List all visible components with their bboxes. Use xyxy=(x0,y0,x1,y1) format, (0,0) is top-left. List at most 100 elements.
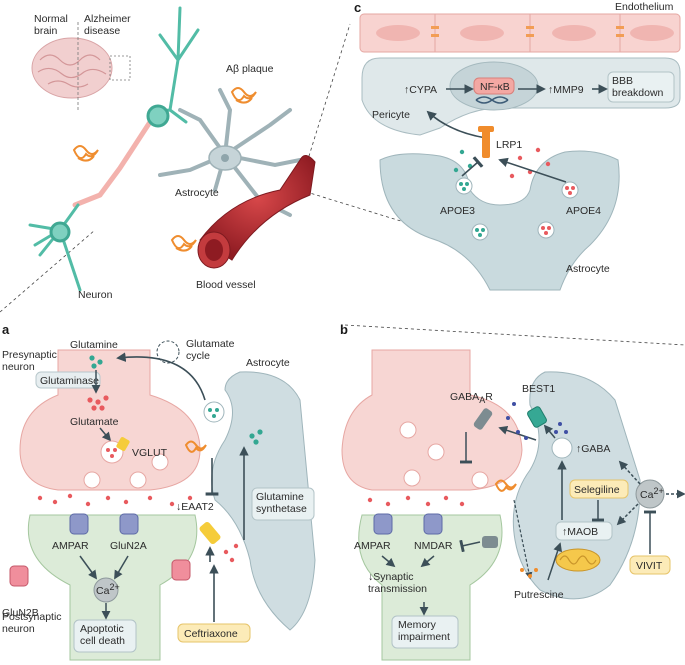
calcium-circle xyxy=(93,577,119,603)
panel-dividers xyxy=(0,23,685,346)
calcium-b-circle xyxy=(635,479,665,509)
calcium-label: Ca2+ xyxy=(96,582,120,597)
dna-icon xyxy=(475,96,509,104)
ampar-receptor xyxy=(69,513,89,535)
arrow-ampar-ca xyxy=(79,555,98,580)
apoe4-label: APOE4 xyxy=(566,205,601,217)
post-gaba-receptor xyxy=(482,536,498,548)
text-line: Glutamine xyxy=(256,491,304,503)
gaba-vesicle xyxy=(551,437,573,459)
arrow-lrp1-cypa xyxy=(426,110,487,139)
vglut-transporter xyxy=(116,437,130,451)
ampar-b xyxy=(373,513,393,535)
text-line: neuron xyxy=(2,361,35,373)
lrp1-receptor xyxy=(478,126,494,158)
astro-glutamine-dots xyxy=(249,429,263,445)
apoe4-vesicles xyxy=(537,181,579,239)
nfkb-label: NF-κB xyxy=(480,81,510,93)
glun2a-receptor xyxy=(119,513,139,535)
text-line: brain xyxy=(34,25,58,37)
panel-c: c Endothelium Pericyte ↑CYPA NF-κB ↑MMP9… xyxy=(354,0,681,291)
vivit-box xyxy=(629,555,671,575)
apoe3-label: APOE3 xyxy=(440,205,475,217)
glutaminase-box xyxy=(35,371,101,389)
gaba-label: ↑GABA xyxy=(576,443,610,455)
arrow-plaque-putrescine xyxy=(513,499,533,580)
gabaar-label: GABAAR xyxy=(450,391,493,405)
best1-channel xyxy=(527,406,547,428)
maob-label: ↑MAOB xyxy=(562,526,598,538)
glun2b-label: GluN2B xyxy=(2,607,39,619)
extracellular-dots-c xyxy=(453,147,551,179)
endothelium-label: Endothelium xyxy=(615,1,674,13)
panel-c-label: c xyxy=(354,0,361,15)
gaba-dots xyxy=(506,402,568,440)
nfkb-box xyxy=(473,77,515,95)
nmdar-b-label: NMDAR xyxy=(414,540,453,552)
arrow-best1 xyxy=(543,424,556,439)
text-line: BBB xyxy=(612,75,633,87)
arrow-synaptic-down xyxy=(381,555,396,568)
glutamate-cycle-icon xyxy=(156,340,180,364)
glun2b-receptor xyxy=(9,565,29,587)
putrescine-dots xyxy=(520,568,538,578)
panel-c-astrocyte-label: Astrocyte xyxy=(566,263,610,275)
synaptic-cleft-dots-a xyxy=(37,493,239,563)
text-line: Presynaptic xyxy=(2,349,57,361)
mmp9-label: ↑MMP9 xyxy=(548,84,584,96)
lrp1-label: LRP1 xyxy=(496,139,522,151)
arrow-glutamate-vesicle xyxy=(99,427,112,442)
endothelium xyxy=(359,13,681,53)
abeta-plaque-b xyxy=(494,479,517,492)
cypa-label: ↑CYPA xyxy=(404,84,437,96)
arrow-astrocyte-glutamine xyxy=(116,352,206,401)
brain-image xyxy=(31,22,131,110)
glutamate-label: Glutamate xyxy=(70,416,119,428)
vesicles-b xyxy=(399,421,489,489)
vglut-label: VGLUT xyxy=(132,447,168,459)
apoptotic-box xyxy=(73,619,137,653)
ceftriaxone-box xyxy=(177,623,251,643)
glutamate-dots xyxy=(87,395,109,411)
text-line: ↓Synaptic xyxy=(368,571,414,583)
bbb-box xyxy=(607,71,675,103)
abeta-plaques xyxy=(72,87,257,252)
text-line: Alzheimer xyxy=(84,13,131,25)
putrescine-label: Putrescine xyxy=(514,589,564,601)
glutamine-dots xyxy=(89,355,103,369)
vivit-label: VIVIT xyxy=(636,560,663,572)
text-line: synthetase xyxy=(256,503,307,515)
blood-vessel-image xyxy=(197,155,316,269)
maob-box xyxy=(555,521,613,541)
inhibit-apoe3-lrp1 xyxy=(461,156,484,177)
glun2b-receptor-right xyxy=(171,559,191,581)
calcium-b-label: Ca2+ xyxy=(640,486,664,501)
text-line: Apoptotic xyxy=(80,623,124,635)
presynaptic-b xyxy=(341,349,523,491)
arrow-synaptic-down2 xyxy=(420,555,435,568)
abeta-label: Aβ plaque xyxy=(226,63,274,75)
astrocyte-a-label: Astrocyte xyxy=(246,357,290,369)
cleft-dots-b xyxy=(367,495,465,507)
nmdar-b xyxy=(423,513,443,535)
inhibit-post xyxy=(459,539,481,553)
arrow-glun2a-ca xyxy=(114,555,129,580)
text-line: impairment xyxy=(398,631,450,643)
apoe3-vesicles xyxy=(455,177,489,241)
selegiline-label: Selegiline xyxy=(574,484,620,496)
panel-b: b GABAAR BEST1 ↑GABA Selegiline Ca2+ xyxy=(340,322,685,661)
text-line: transmission xyxy=(368,583,427,595)
